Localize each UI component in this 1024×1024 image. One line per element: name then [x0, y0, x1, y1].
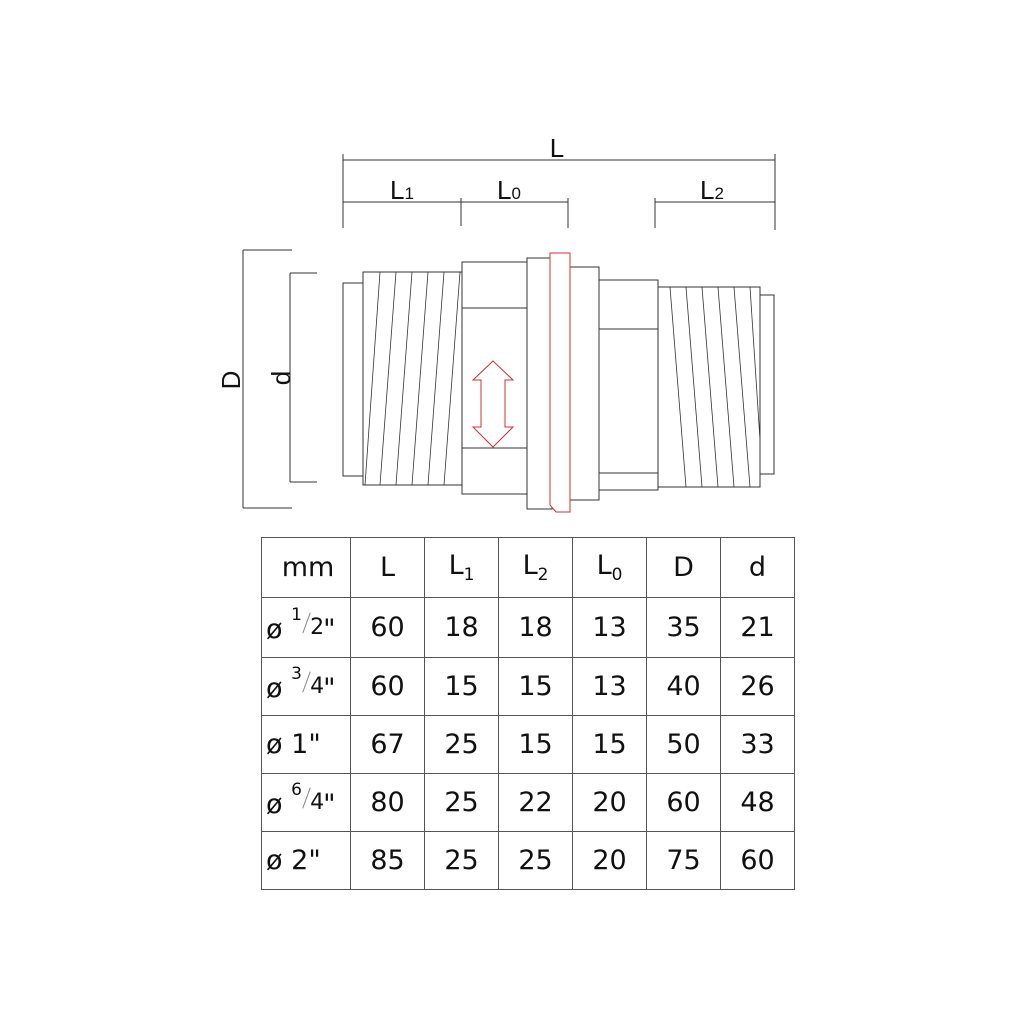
- value-cell: 21: [720, 597, 795, 658]
- value-cell: 80: [350, 773, 425, 832]
- header-cell: mm: [261, 537, 351, 598]
- header-cell: L2: [498, 537, 573, 598]
- value-cell: 40: [646, 657, 721, 716]
- value-cell: 25: [424, 715, 499, 774]
- thread-lines: [364, 271, 761, 488]
- value-cell: 67: [350, 715, 425, 774]
- dim-label-L: L: [550, 133, 564, 163]
- value-cell: 60: [646, 773, 721, 832]
- header-cell: d: [720, 537, 795, 598]
- value-cell: 15: [572, 715, 647, 774]
- value-cell: 25: [498, 831, 573, 890]
- size-cell: ø 2": [261, 831, 351, 890]
- value-cell: 60: [350, 597, 425, 658]
- fraction-numerator: 3: [291, 664, 302, 684]
- header-cell: L1: [424, 537, 499, 598]
- value-cell: 20: [572, 831, 647, 890]
- value-cell: 13: [572, 657, 647, 716]
- value-cell: 60: [720, 831, 795, 890]
- value-cell: 85: [350, 831, 425, 890]
- value-cell: 15: [498, 657, 573, 716]
- dim-label-L2: L2: [700, 175, 724, 205]
- header-cell: L: [350, 537, 425, 598]
- dim-label-L1: L1: [390, 175, 414, 205]
- size-cell: ø 1": [261, 715, 351, 774]
- value-cell: 75: [646, 831, 721, 890]
- value-cell: 33: [720, 715, 795, 774]
- value-cell: 13: [572, 597, 647, 658]
- value-cell: 26: [720, 657, 795, 716]
- value-cell: 15: [424, 657, 499, 716]
- dim-label-d: d: [266, 371, 296, 385]
- fraction-numerator: 1: [291, 605, 302, 625]
- value-cell: 60: [350, 657, 425, 716]
- dimension-lines: [242, 154, 776, 509]
- value-cell: 35: [646, 597, 721, 658]
- seal-ring: [549, 252, 571, 513]
- fraction-denominator: 2: [310, 615, 325, 640]
- value-cell: 25: [424, 773, 499, 832]
- fraction-numerator: 6: [291, 780, 302, 800]
- value-cell: 50: [646, 715, 721, 774]
- dim-label-L0: L0: [497, 175, 521, 205]
- value-cell: 15: [498, 715, 573, 774]
- value-cell: 48: [720, 773, 795, 832]
- dim-label-D: D: [216, 371, 246, 390]
- fitting-drawing: L L1 L0 L2 D d: [216, 133, 776, 513]
- value-cell: 18: [498, 597, 573, 658]
- value-cell: 18: [424, 597, 499, 658]
- fraction-denominator: 4: [310, 674, 325, 699]
- header-cell: D: [646, 537, 721, 598]
- fraction-denominator: 4: [310, 790, 325, 815]
- header-cell: L0: [572, 537, 647, 598]
- flow-arrow-icon: [471, 360, 515, 448]
- value-cell: 25: [424, 831, 499, 890]
- value-cell: 20: [572, 773, 647, 832]
- table-header-row: mm L L1 L2 L0 D d: [261, 537, 795, 598]
- value-cell: 22: [498, 773, 573, 832]
